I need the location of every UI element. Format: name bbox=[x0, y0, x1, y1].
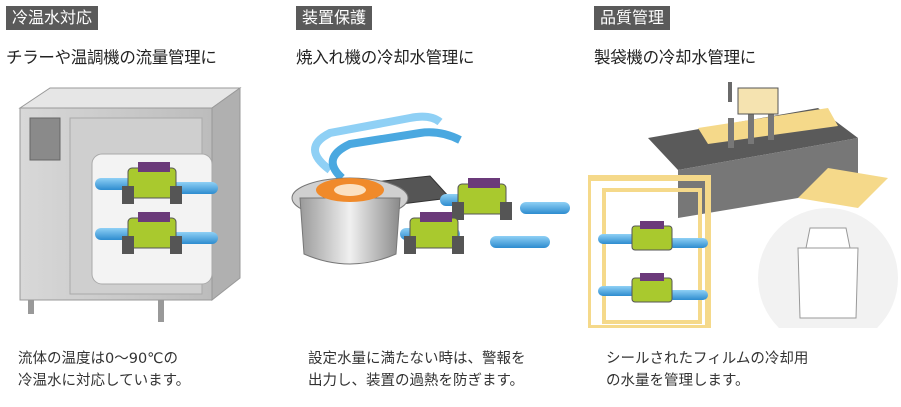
panel-cold-hot-water: 冷温水対応 チラーや温調機の流量管理に bbox=[0, 0, 290, 407]
hardening-machine-icon bbox=[291, 112, 570, 265]
panel-tag: 装置保護 bbox=[296, 6, 373, 30]
flow-sensor-icon bbox=[122, 162, 182, 204]
flow-sensor-icon bbox=[404, 212, 464, 254]
pouch-icon bbox=[797, 227, 859, 319]
chiller-unit-icon bbox=[18, 87, 242, 322]
flow-sensor-icon bbox=[631, 221, 673, 251]
flow-sensor-icon bbox=[631, 273, 673, 303]
panel-caption: シールされたフィルムの冷却用 の水量を管理します。 bbox=[606, 348, 808, 392]
panel-subtitle: チラーや温調機の流量管理に bbox=[6, 48, 217, 67]
panel-tag: 冷温水対応 bbox=[6, 6, 99, 30]
bag-machine-icon bbox=[588, 82, 898, 328]
panel-tag: 品質管理 bbox=[594, 6, 671, 30]
panel-subtitle: 焼入れ機の冷却水管理に bbox=[296, 48, 475, 67]
caption-line: の水量を管理します。 bbox=[606, 373, 750, 389]
panel-caption: 流体の温度は0～90℃の 冷温水に対応しています。 bbox=[18, 348, 190, 392]
flow-sensor-icon bbox=[122, 212, 182, 254]
panel-caption: 設定水量に満たない時は、警報を 出力し、装置の過熱を防ぎます。 bbox=[308, 348, 526, 392]
caption-line: 設定水量に満たない時は、警報を bbox=[308, 351, 526, 367]
panel-equipment-protection: 装置保護 焼入れ機の冷却水管理に bbox=[290, 0, 588, 407]
panel-subtitle: 製袋機の冷却水管理に bbox=[594, 48, 757, 67]
caption-line: 冷温水に対応しています。 bbox=[18, 373, 191, 389]
flow-sensor-icon bbox=[452, 178, 512, 220]
caption-line: 流体の温度は0～90℃の bbox=[18, 351, 178, 367]
caption-line: シールされたフィルムの冷却用 bbox=[606, 351, 809, 367]
caption-line: 出力し、装置の過熱を防ぎます。 bbox=[308, 373, 525, 389]
panel-quality-control: 品質管理 製袋機の冷却水管理に bbox=[588, 0, 901, 407]
